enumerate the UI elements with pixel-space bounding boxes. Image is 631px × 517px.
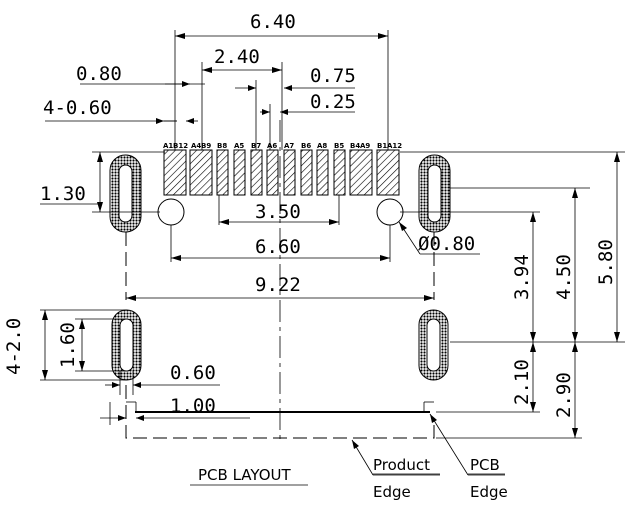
dim-3-94: 3.94: [511, 254, 533, 300]
pin-label: B4: [350, 142, 360, 150]
pad-b4: [349, 149, 373, 196]
pin-label: B8: [217, 142, 227, 150]
pcb-edge-label-2: Edge: [470, 483, 508, 501]
dim-2-90: 2.90: [553, 372, 575, 418]
dim-0-60-lower: 0.60: [170, 362, 216, 384]
dim-hole-0-80: Ø0.80: [418, 233, 475, 255]
pad-b6: [300, 149, 313, 196]
pin-label: B9: [201, 142, 211, 150]
dim-6-60: 6.60: [255, 236, 301, 258]
dim-3-50: 3.50: [255, 201, 301, 223]
pin-label: B6: [301, 142, 311, 150]
smt-pads: [163, 149, 400, 196]
pin-label: B5: [334, 142, 344, 150]
pin-labels: A1 B12 A4 B9 B8 A5 B7 A6 A7 B6 A8 B5 B4 …: [163, 142, 402, 150]
pad-a1: [163, 149, 187, 196]
pad-a6: [266, 149, 279, 196]
pin-label: A4: [191, 142, 201, 150]
shell-slot-top-right: [418, 154, 451, 233]
dim-0-75: 0.75: [310, 65, 356, 87]
pad-a4: [189, 149, 213, 196]
shell-slot-top-left: [109, 154, 142, 233]
dim-4x0-60: 4-0.60: [43, 97, 112, 119]
dim-6-40: 6.40: [250, 11, 296, 33]
product-outline: [125, 232, 435, 439]
dim-1-00: 1.00: [170, 395, 216, 417]
dim-9-22: 9.22: [255, 274, 301, 296]
shell-slot-bottom-left: [111, 309, 142, 381]
pin-label: B12: [173, 142, 188, 150]
dimension-labels: 6.40 2.40 0.80 0.75 4-0.60 0.25 1.30 3.5…: [3, 11, 617, 418]
dim-2-40: 2.40: [214, 46, 260, 68]
product-edge-label-1: Product: [373, 456, 430, 474]
pin-label: A9: [360, 142, 370, 150]
dim-0-80-top: 0.80: [76, 63, 122, 85]
pcb-edge-label-1: PCB: [470, 456, 500, 474]
shell-slot-bottom-right: [418, 309, 449, 381]
pad-b5: [333, 149, 346, 196]
pin-label: A1: [163, 142, 173, 150]
dim-1-60: 1.60: [57, 322, 79, 368]
pin-label: A7: [284, 142, 294, 150]
pin-label: A6: [267, 142, 277, 150]
dim-0-25: 0.25: [310, 91, 356, 113]
pad-a8: [316, 149, 329, 196]
dimension-lines: [40, 30, 625, 486]
notes: PCB LAYOUT Product Edge PCB Edge: [198, 456, 508, 501]
pin-label: A8: [317, 142, 327, 150]
locating-hole-left: [157, 198, 185, 226]
pad-b7: [250, 149, 263, 196]
dim-4-50: 4.50: [553, 254, 575, 300]
pad-a5: [233, 149, 246, 196]
pad-b8: [216, 149, 229, 196]
pin-label: A12: [387, 142, 402, 150]
dim-5-80: 5.80: [595, 239, 617, 285]
dim-1-30: 1.30: [40, 183, 86, 205]
dim-4x2-0: 4-2.0: [3, 318, 25, 375]
pin-label: A5: [234, 142, 244, 150]
pin-label: B1: [377, 142, 387, 150]
pcb-layout-title: PCB LAYOUT: [198, 466, 292, 484]
locating-hole-right: [376, 198, 404, 226]
dim-2-10: 2.10: [511, 359, 533, 405]
product-edge-label-2: Edge: [373, 483, 411, 501]
pad-b1: [376, 149, 400, 196]
pad-a7: [283, 149, 296, 196]
